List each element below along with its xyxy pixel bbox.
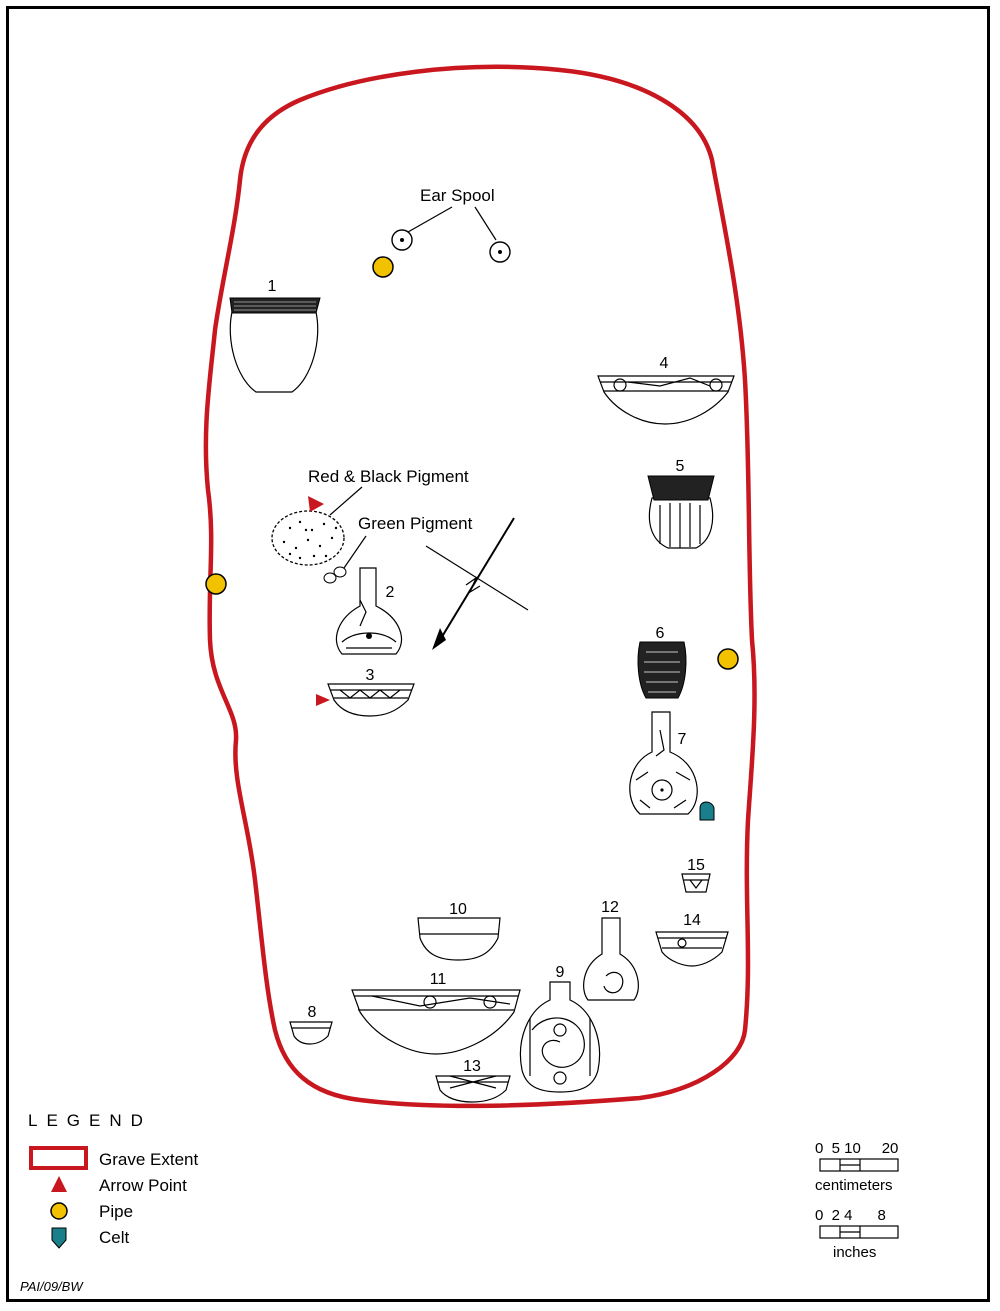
pigment-deposit-icon <box>271 510 345 566</box>
legend-item-grave-extent: Grave Extent <box>99 1150 198 1169</box>
vessel-5-jar-icon <box>647 475 715 549</box>
drawing-credit: PAI/09/BW <box>20 1279 84 1294</box>
vessel-number-label: 12 <box>601 899 619 916</box>
legend-item-pipe: Pipe <box>99 1202 133 1221</box>
celt-legend-icon <box>51 1227 67 1249</box>
vessel-number-label: 5 <box>676 458 685 475</box>
ear-spool-icon <box>391 206 511 263</box>
vessel-11-bowl-icon <box>351 989 521 1055</box>
vessel-3-bowl-icon <box>327 683 415 717</box>
red-black-pigment-label: Red & Black Pigment <box>308 467 469 486</box>
vessel-8-bowl-icon <box>289 1021 333 1045</box>
vessel-number-label: 2 <box>386 584 395 601</box>
vessel-2-bottle-icon <box>335 567 403 655</box>
scale-in-unit: inches <box>833 1244 876 1261</box>
vessel-number-label: 15 <box>687 857 705 874</box>
vessel-15-jar-icon <box>681 873 711 893</box>
legend-title: LEGEND <box>28 1111 152 1130</box>
ear-spool-label: Ear Spool <box>420 186 495 205</box>
vessel-number-label: 9 <box>556 964 565 981</box>
vessel-number-label: 14 <box>683 912 701 929</box>
vessel-number-label: 6 <box>656 625 665 642</box>
vessel-1-jar-icon <box>229 297 321 393</box>
arrow-point-icon <box>316 694 330 706</box>
vessel-7-bottle-icon <box>629 711 698 815</box>
pipe-icon <box>717 648 739 670</box>
grave-extent-outline <box>203 64 757 1109</box>
vessel-12-bottle-icon <box>583 917 639 1001</box>
pipe-icon <box>372 256 394 278</box>
celt-icon <box>699 801 715 821</box>
north-arrow-icon <box>425 517 529 650</box>
vessel-number-label: 11 <box>430 971 447 988</box>
scale-cm-unit: centimeters <box>815 1177 893 1194</box>
vessel-13-bowl-icon <box>435 1075 511 1103</box>
arrow-point-legend-icon <box>51 1176 67 1192</box>
arrow-point-icon <box>308 496 324 512</box>
green-pigment-icon <box>323 535 367 584</box>
scale-bar-centimeters <box>819 1158 899 1172</box>
map-frame <box>6 6 990 1302</box>
vessel-14-bowl-icon <box>655 931 729 967</box>
legend-item-arrow-point: Arrow Point <box>99 1176 187 1195</box>
scale-bar-inches <box>819 1225 899 1239</box>
vessel-9-bottle-icon <box>519 981 601 1093</box>
vessel-number-label: 3 <box>366 667 375 684</box>
legend-item-celt: Celt <box>99 1228 130 1247</box>
vessel-10-bowl-icon <box>417 917 501 961</box>
scale-cm-ticks: 0 5 10 20 <box>815 1140 898 1157</box>
vessel-number-label: 8 <box>308 1004 317 1021</box>
vessel-number-label: 10 <box>449 901 467 918</box>
grave-extent-legend-icon <box>29 1146 88 1170</box>
scale-in-ticks: 0 2 4 8 <box>815 1207 886 1224</box>
vessel-number-label: 4 <box>660 355 669 372</box>
vessel-6-jar-icon <box>637 641 687 699</box>
pipe-legend-icon <box>50 1202 68 1220</box>
vessel-4-bowl-icon <box>597 375 735 425</box>
vessel-number-label: 1 <box>268 278 277 295</box>
pipe-icon <box>205 573 227 595</box>
green-pigment-label: Green Pigment <box>358 514 473 533</box>
vessel-number-label: 7 <box>678 731 687 748</box>
vessel-number-label: 13 <box>463 1058 481 1075</box>
